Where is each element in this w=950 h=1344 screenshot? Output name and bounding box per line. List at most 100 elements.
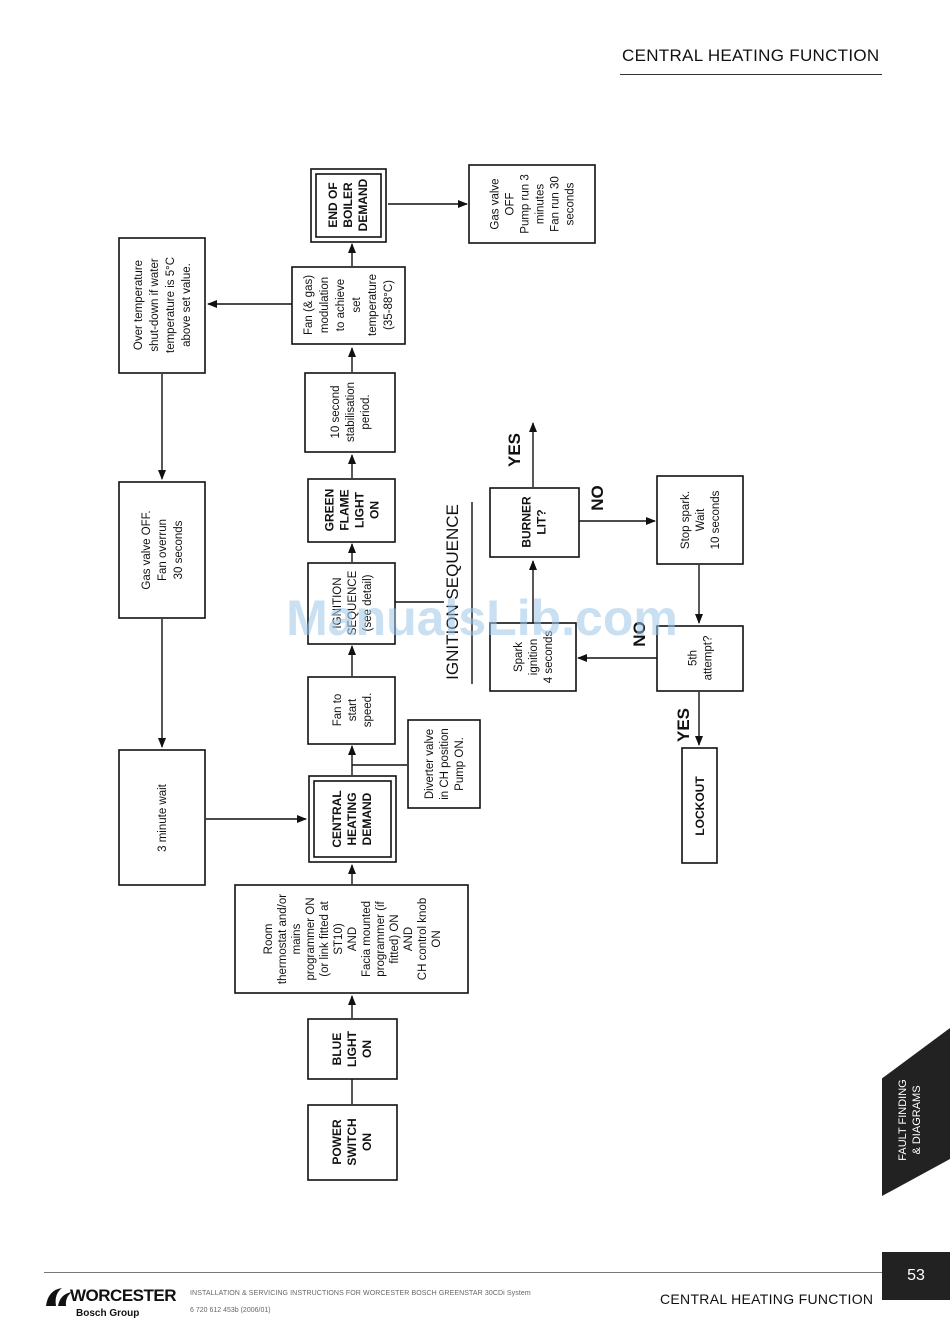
- room-thermostat-line: Facia mounted: [361, 901, 373, 977]
- fifth-attempt-line: 5th: [688, 650, 700, 666]
- burner-yes-label: YES: [505, 433, 524, 467]
- burner-lit-line: BURNER: [520, 496, 534, 548]
- modulation-line: set: [351, 297, 363, 313]
- fan-start-line: start: [347, 698, 359, 721]
- burner-lit-text: BURNERLIT?: [520, 496, 549, 548]
- stop-spark-line: 10 seconds: [710, 490, 722, 549]
- stop-spark-line: Wait: [695, 508, 707, 531]
- diverter-line: Diverter valve: [424, 729, 436, 799]
- stabilisation-line: stabilisation: [345, 382, 357, 442]
- end-demand-line: END OF: [326, 182, 340, 227]
- green-flame-box: GREENFLAMELIGHTON: [307, 478, 396, 543]
- end-demand-text: END OFBOILERDEMAND: [326, 178, 370, 231]
- ch-demand-text: CENTRALHEATINGDEMAND: [330, 790, 374, 847]
- room-thermostat-line: fitted) ON: [389, 914, 401, 963]
- blue-light-line: BLUE: [330, 1033, 344, 1066]
- green-flame-line: LIGHT: [353, 491, 367, 528]
- spark-line: ignition: [528, 639, 540, 675]
- stabilisation-line: 10 second: [330, 385, 342, 438]
- gas-off-overrun-line: 30 seconds: [173, 520, 185, 579]
- power-switch-line: SWITCH: [345, 1118, 359, 1165]
- section-tab-label: FAULT FINDING & DIAGRAMS: [897, 1079, 923, 1161]
- wait-line: 3 minute wait: [157, 783, 169, 852]
- spark-line: Spark: [513, 642, 525, 672]
- diverter-line: Pump ON.: [454, 737, 466, 791]
- section-tab-line-2: & DIAGRAMS: [911, 1085, 923, 1154]
- stop-spark-line: Stop spark.: [680, 491, 692, 549]
- fifth-attempt-line: attempt?: [703, 636, 715, 681]
- green-flame-line: FLAME: [338, 489, 352, 530]
- green-flame-line: GREEN: [323, 489, 337, 532]
- blue-light-line: LIGHT: [345, 1030, 359, 1067]
- burner-no-label: NO: [588, 485, 607, 511]
- header-rule: [620, 74, 882, 75]
- three-minute-wait-box: 3 minute wait: [118, 749, 206, 886]
- room-thermostat-line: Room: [263, 924, 275, 955]
- room-thermostat-line: ST10): [333, 923, 345, 954]
- ch-demand-line: CENTRAL: [330, 790, 344, 847]
- over-temp-line: shut-down if water: [149, 258, 161, 351]
- end-demand-line: DEMAND: [356, 178, 370, 231]
- room-thermostat-line: mains: [291, 923, 303, 954]
- modulation-line: Fan (& gas): [303, 275, 315, 335]
- gas-off-overrun-line: Fan overrun: [157, 519, 169, 581]
- burner-lit-line: LIT?: [535, 509, 549, 534]
- power-switch-box: POWERSWITCHON: [307, 1104, 398, 1181]
- ch-demand-line: DEMAND: [360, 792, 374, 845]
- room-thermostat-line: ON: [431, 930, 443, 947]
- diverter-line: in CH position: [439, 728, 451, 800]
- modulation-box: Fan (& gas) modulation to achieve set temper…: [291, 266, 406, 345]
- room-thermostat-line: programmer (if: [375, 900, 387, 976]
- worcester-logo-icon: [46, 1288, 72, 1306]
- blue-light-line: ON: [360, 1040, 374, 1058]
- over-temp-line: Over temperature: [133, 260, 145, 350]
- modulation-line: modulation: [319, 277, 331, 333]
- room-thermostat-line: AND: [347, 927, 359, 951]
- fifth-no-label: NO: [630, 621, 649, 647]
- room-thermostat-line: (or link fitted at: [319, 900, 331, 976]
- gas-off-pump-line: Gas valve: [490, 178, 502, 229]
- gas-off-pump-line: minutes: [535, 184, 547, 225]
- room-thermostat-line: programmer ON: [305, 897, 317, 980]
- footer-doc-title: INSTALLATION & SERVICING INSTRUCTIONS FO…: [190, 1290, 531, 1297]
- footer-section-title: CENTRAL HEATING FUNCTION: [660, 1291, 874, 1307]
- ignition-line: SEQUENCE: [347, 570, 359, 635]
- gas-off-pump-line: Pump run 3: [520, 174, 532, 233]
- footer-rule: [44, 1272, 882, 1273]
- burner-lit-box: BURNERLIT?: [489, 487, 580, 558]
- ignition-sequence-label: IGNITION SEQUENCE: [443, 504, 462, 680]
- green-flame-text: GREENFLAMELIGHTON: [323, 489, 382, 532]
- ignition-line: (see detail): [362, 574, 374, 631]
- modulation-line: temperature: [367, 274, 379, 336]
- fan-start-line: speed.: [362, 693, 374, 728]
- brand-subtitle: Bosch Group: [76, 1308, 140, 1319]
- modulation-line: to achieve: [335, 279, 347, 331]
- power-switch-line: ON: [360, 1133, 374, 1151]
- gas-valve-overrun-box: Gas valve OFF. Fan overrun 30 seconds: [118, 481, 206, 619]
- modulation-line: (35-88°C): [383, 280, 395, 330]
- lockout-line: LOCKOUT: [693, 776, 707, 836]
- room-thermostat-line: thermostat and/or: [277, 894, 289, 984]
- gas-off-overrun-text: Gas valve OFF. Fan overrun 30 seconds: [141, 510, 185, 589]
- footer-doc-code: 6 720 612 453b (2006/01): [190, 1307, 271, 1314]
- gas-off-pump-line: Fan run 30: [550, 176, 562, 232]
- gas-off-overrun-line: Gas valve OFF.: [141, 510, 153, 589]
- end-of-boiler-demand-box: END OFBOILERDEMAND: [310, 168, 387, 243]
- end-demand-line: BOILER: [341, 182, 355, 228]
- page-number: 53: [882, 1252, 950, 1300]
